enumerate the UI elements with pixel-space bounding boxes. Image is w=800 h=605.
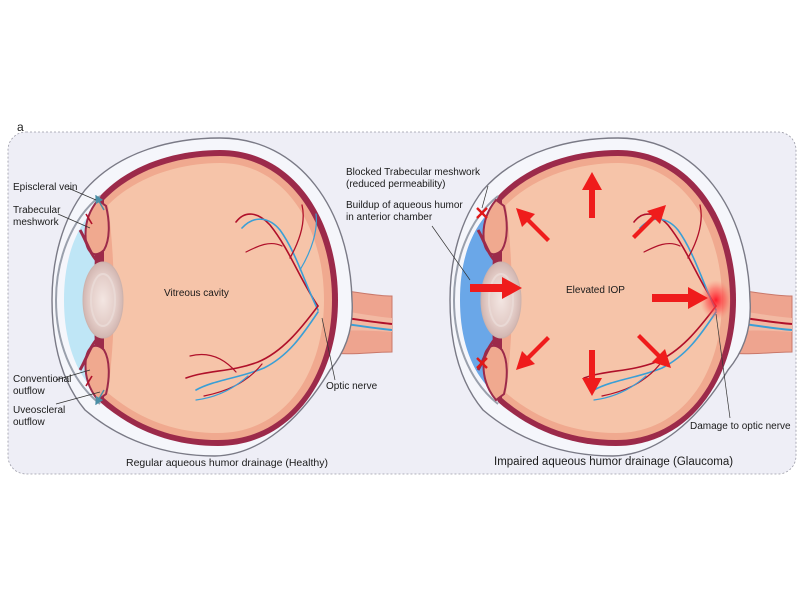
healthy-iris-lower	[78, 336, 100, 371]
healthy-outflow-arrow-upper-b	[85, 213, 93, 225]
label-damage-optic-nerve: Damage to optic nerve	[690, 421, 791, 432]
healthy-anterior-chamber	[64, 205, 98, 395]
label-vitreous-cavity: Vitreous cavity	[164, 288, 229, 299]
blocked-mark-lower	[476, 357, 488, 369]
glaucoma-ciliary-upper	[482, 198, 508, 256]
glaucoma-iris-lower	[476, 336, 498, 371]
healthy-eye	[51, 137, 393, 457]
pressure-arrow-up-left	[516, 208, 550, 242]
label-uveoscleral-line2: outflow	[13, 417, 45, 428]
healthy-lens	[82, 261, 124, 339]
label-conventional-line1: Conventional	[13, 374, 72, 385]
pressure-arrow-right	[652, 287, 708, 309]
label-elevated-iop: Elevated IOP	[566, 285, 625, 296]
glaucoma-cornea	[452, 195, 499, 405]
healthy-ciliary-upper	[84, 198, 110, 256]
glaucoma-leader-lines	[431, 185, 731, 419]
label-buildup-line1: Buildup of aqueous humor	[346, 200, 463, 211]
pressure-arrow-down	[582, 350, 602, 396]
pressure-arrow-left	[470, 277, 522, 299]
healthy-outflow-arrow-upper	[95, 194, 105, 211]
healthy-leader-lines	[55, 187, 336, 405]
label-trabecular-line1: Trabecular	[13, 205, 61, 216]
caption-healthy: Regular aqueous humor drainage (Healthy)	[126, 457, 328, 469]
pressure-arrow-up-right	[632, 205, 666, 239]
healthy-lens-ring	[90, 273, 116, 327]
label-blocked-line2: (reduced permeability)	[346, 179, 446, 190]
label-uveoscleral-line1: Uveoscleral	[13, 405, 66, 416]
healthy-outflow-arrow-lower	[95, 389, 105, 406]
label-conventional-line2: outflow	[13, 386, 45, 397]
label-buildup-line2: in anterior chamber	[346, 212, 433, 223]
pressure-arrow-down-left	[516, 336, 550, 370]
optic-nerve-damage	[700, 280, 732, 320]
label-blocked-line1: Blocked Trabecular meshwork	[346, 167, 480, 178]
healthy-retinal-vessels	[185, 204, 319, 401]
label-optic-nerve: Optic nerve	[326, 381, 378, 392]
glaucoma-lens	[480, 261, 522, 339]
glaucoma-anterior-chamber	[460, 205, 496, 395]
glaucoma-eye	[449, 137, 793, 457]
caption-glaucoma: Impaired aqueous humor drainage (Glaucom…	[494, 456, 734, 468]
pressure-arrows	[470, 172, 708, 396]
glaucoma-lens-ring	[488, 273, 514, 327]
pressure-arrow-up	[582, 172, 602, 218]
label-trabecular-line2: meshwork	[13, 217, 59, 228]
glaucoma-ciliary-lower	[482, 344, 508, 402]
healthy-ciliary-lower	[84, 344, 110, 402]
healthy-iris-upper	[78, 229, 100, 264]
blocked-mark-upper	[476, 207, 488, 219]
healthy-outflow-arrow-lower-b	[85, 375, 93, 387]
pressure-arrow-down-right	[637, 334, 671, 368]
panel-letter: a	[17, 120, 24, 134]
glaucoma-iris-upper	[476, 229, 498, 264]
label-episcleral-vein: Episcleral vein	[13, 182, 78, 193]
